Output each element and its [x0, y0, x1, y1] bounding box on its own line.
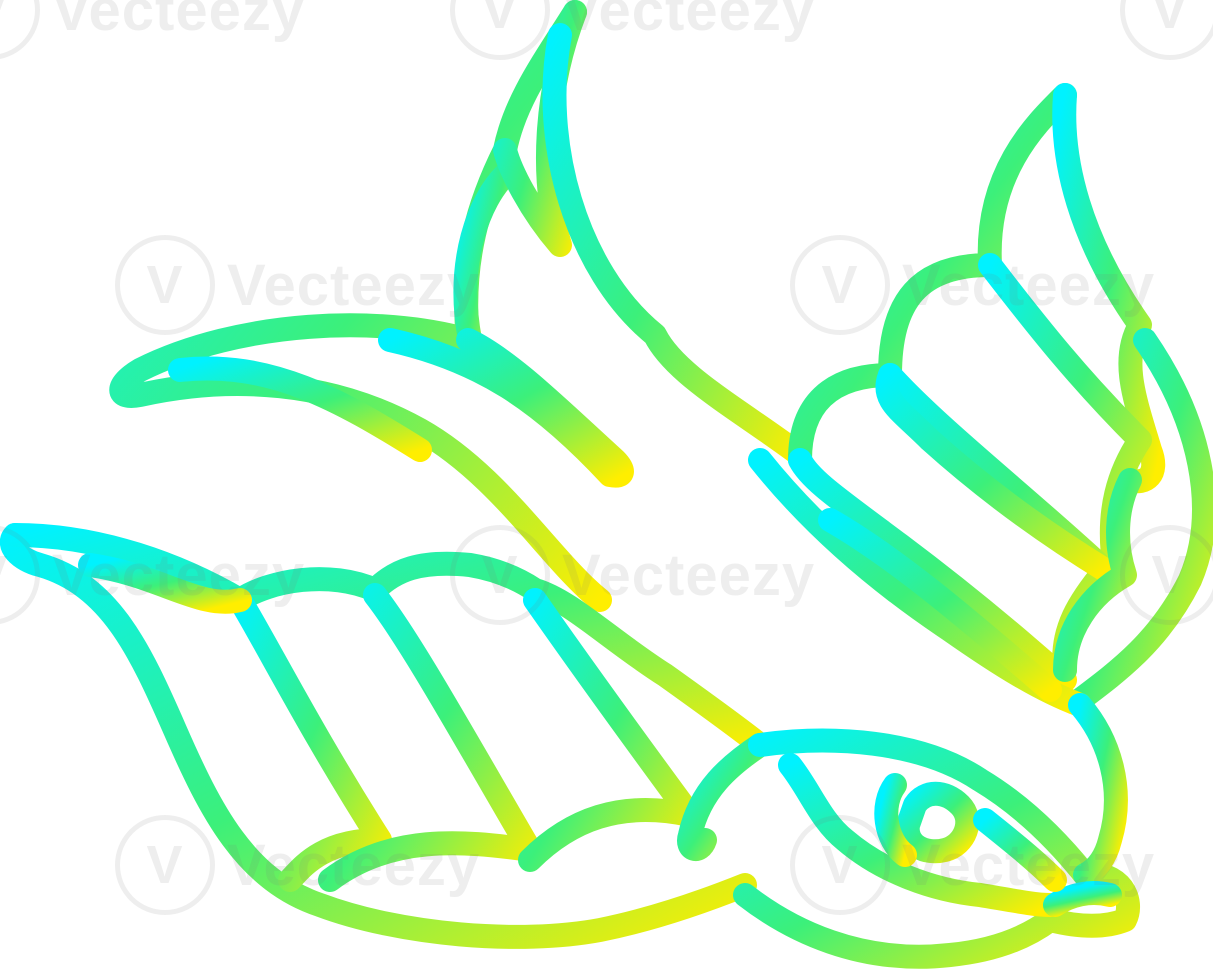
tail-feather-4	[788, 448, 1077, 692]
lower-wing-top	[3, 523, 772, 757]
belly-inner	[818, 508, 1062, 702]
tail-inner	[1053, 468, 1142, 682]
eye-ring	[874, 773, 917, 867]
head-throat	[778, 753, 1062, 917]
tail-fork-upper	[1052, 83, 1166, 494]
beak-line	[1043, 881, 1122, 917]
lower-wing-feather-2	[318, 583, 542, 892]
upper-wing-inner-line	[168, 356, 432, 462]
upper-wing-inner-feather	[453, 163, 517, 352]
lower-wing-feather-4	[677, 733, 772, 861]
back-line	[542, 23, 812, 467]
lower-wing-outer	[0, 523, 757, 949]
lower-wing-feather-1	[228, 588, 392, 892]
shoulder-line	[378, 328, 634, 488]
tail-fork-lower	[1068, 328, 1213, 712]
eye	[895, 781, 980, 864]
upper-wing	[109, 0, 612, 612]
lower-wing-inner	[78, 553, 252, 614]
head-outline	[733, 728, 1140, 969]
lower-wing-feather-3	[518, 588, 702, 872]
head-cap	[1068, 693, 1128, 887]
face-line	[973, 808, 1067, 892]
tail-outer	[788, 83, 1077, 472]
tail-feather-3	[875, 363, 1117, 582]
